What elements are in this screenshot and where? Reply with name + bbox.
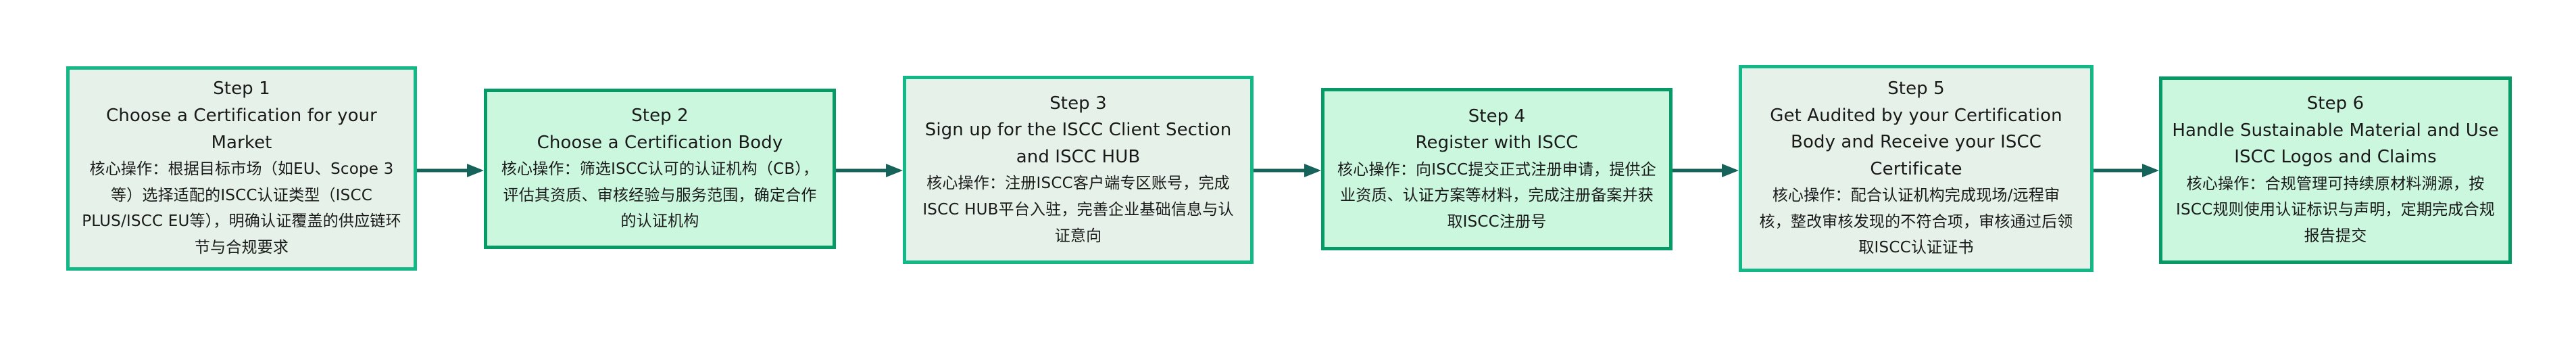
step-3-subtitle-line-2: and ISCC HUB — [1016, 146, 1141, 167]
step-3-subtitle-line-1: Sign up for the ISCC Client Section — [924, 120, 1232, 141]
connector-arrow-2-to-3 — [836, 162, 903, 179]
step-6-title: Step 6 — [2306, 93, 2364, 114]
step-5-subtitle-line-3: Certificate — [1870, 158, 1962, 179]
step-1-subtitle-line-1: Choose a Certification for your — [106, 105, 377, 126]
connector-arrow-3-to-4 — [1254, 162, 1321, 179]
step-1-body-line-1: 核心操作：根据目标市场（如EU、Scope 3 — [89, 160, 394, 179]
step-5-title: Step 5 — [1887, 78, 1945, 99]
step-5-body-line-3: 取ISCC认证证书 — [1858, 239, 1974, 257]
step-4-body-line-2: 业资质、认证方案等材料，完成注册备案并获 — [1340, 187, 1654, 205]
step-2-subtitle-line-1: Choose a Certification Body — [537, 132, 783, 153]
step-5-subtitle-line-2: Body and Receive your ISCC — [1791, 132, 2041, 153]
step-node-5[interactable]: Step 5 Get Audited by your Certification… — [1739, 65, 2094, 272]
step-2-body-line-1: 核心操作：筛选ISCC认可的认证机构（CB）， — [501, 160, 819, 179]
step-5-subtitle-line-1: Get Audited by your Certification — [1770, 105, 2062, 126]
step-3-body-line-1: 核心操作：注册ISCC客户端专区账号，完成 — [926, 175, 1230, 193]
step-5-body-line-1: 核心操作：配合认证机构完成现场/远程审 — [1772, 187, 2060, 205]
step-node-1[interactable]: Step 1 Choose a Certification for your M… — [66, 66, 417, 271]
step-node-6[interactable]: Step 6 Handle Sustainable Material and U… — [2159, 76, 2512, 264]
step-6-body-line-1: 核心操作：合规管理可持续原材料溯源，按 — [2186, 175, 2485, 193]
step-3-body-line-3: 证意向 — [1054, 227, 1102, 245]
step-5-body-line-2: 核，整改审核发现的不符合项，审核通过后领 — [1759, 212, 2073, 231]
step-2-body-line-3: 的认证机构 — [620, 212, 699, 231]
step-4-body-line-1: 核心操作：向ISCC提交正式注册申请，提供企 — [1337, 160, 1656, 179]
step-6-body-line-3: 报告提交 — [2304, 227, 2367, 246]
step-1-title: Step 1 — [213, 78, 270, 99]
step-2-title: Step 2 — [631, 106, 689, 127]
step-1-body-line-2: 等）选择适配的ISCC认证类型（ISCC — [110, 186, 372, 204]
step-node-3[interactable]: Step 3 Sign up for the ISCC Client Secti… — [903, 76, 1254, 264]
step-1-body-line-4: 节与合规要求 — [194, 238, 289, 256]
step-3-body-line-2: ISCC HUB平台入驻，完善企业基础信息与认 — [922, 200, 1234, 219]
step-node-4[interactable]: Step 4 Register with ISCC 核心操作：向ISCC提交正式… — [1321, 88, 1673, 250]
step-3-title: Step 3 — [1049, 93, 1107, 114]
step-1-body-line-3: PLUS/ISCC EU等），明确认证覆盖的供应链环 — [82, 212, 401, 231]
step-4-title: Step 4 — [1468, 106, 1526, 127]
step-4-subtitle-line-1: Register with ISCC — [1415, 133, 1579, 154]
step-2-body-line-2: 评估其资质、审核经验与服务范围，确定合作 — [503, 186, 817, 204]
step-6-subtitle-line-2: ISCC Logos and Claims — [2234, 147, 2437, 168]
step-4-body-line-3: 取ISCC注册号 — [1447, 212, 1547, 231]
step-node-2[interactable]: Step 2 Choose a Certification Body 核心操作：… — [484, 89, 836, 249]
step-6-body-line-2: ISCC规则使用认证标识与声明，定期完成合规 — [2176, 201, 2495, 219]
connector-arrow-1-to-2 — [417, 162, 484, 179]
connector-arrow-5-to-6 — [2094, 162, 2159, 179]
connector-arrow-4-to-5 — [1673, 162, 1739, 179]
step-1-subtitle-line-2: Market — [211, 132, 272, 153]
step-6-subtitle-line-1: Handle Sustainable Material and Use — [2172, 120, 2499, 141]
